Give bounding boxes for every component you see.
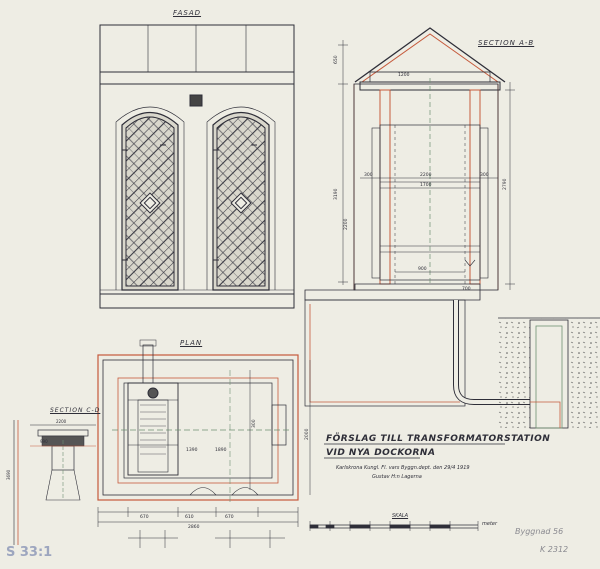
scale-bar — [309, 521, 479, 531]
view-label-section-cd: SECTION C-D — [50, 407, 101, 414]
dim-text: 1890 — [215, 447, 227, 453]
plan-drawing — [97, 339, 311, 548]
section-ab-dimensions: 650 3190 2200 2790 1200 300 2200 300 170… — [333, 55, 508, 292]
drawing-title-line2: VID NYA DOCKORNA — [326, 448, 436, 458]
archive-note-building: Byggnad 56 — [515, 527, 564, 536]
dim-text: 700 — [462, 286, 471, 292]
dim-text: 2000 — [304, 428, 310, 440]
dim-text: 2200 — [56, 419, 67, 424]
section-cd-dimensions: 2200 990 3690 — [6, 419, 67, 480]
dim-text: 2200 — [420, 172, 432, 178]
drawing-title-line1: FÖRSLAG TILL TRANSFORMATORSTATION — [326, 434, 551, 444]
facade-elevation — [99, 24, 295, 309]
dim-text: 300 — [480, 172, 489, 178]
section-cd-drawing — [13, 420, 96, 545]
dim-text: 900 — [418, 266, 427, 272]
view-label-facade: FASAD — [173, 9, 202, 17]
dim-text: 2790 — [502, 178, 508, 190]
dim-text: 670 — [140, 514, 149, 520]
dim-text: 2200 — [343, 218, 349, 230]
plan-dimensions: 1390 1890 2860 670 670 610 300 2000 — [140, 419, 310, 530]
dim-text: 990 — [40, 439, 48, 444]
archive-note-ref: K 2312 — [540, 545, 569, 554]
dim-text: 300 — [364, 172, 373, 178]
dim-text: 1200 — [398, 72, 410, 78]
scale-label: SKALA — [392, 513, 409, 519]
drawing-note-line1: Karlskrona Kungl. Fl. vars Byggn.dept. d… — [336, 465, 470, 471]
archive-stamp: S 33:1 — [6, 545, 53, 560]
dim-text: 300 — [251, 419, 257, 428]
dim-text: 670 — [225, 514, 234, 520]
scale-unit: meter — [482, 521, 498, 527]
dim-text: 610 — [185, 514, 194, 520]
title-underlines — [324, 443, 505, 459]
section-ab-drawing — [304, 27, 600, 429]
dim-text: 3690 — [6, 469, 11, 480]
signature: Gustav H:n Lagerna — [372, 474, 422, 480]
view-label-section-ab: SECTION A-B — [478, 39, 535, 47]
dim-text: 3190 — [333, 188, 339, 200]
dim-text: 2860 — [188, 524, 200, 530]
dim-text: 650 — [333, 55, 339, 64]
dim-text: 1700 — [420, 182, 432, 188]
view-label-plan: PLAN — [180, 339, 203, 347]
dim-text: 1390 — [186, 447, 198, 453]
